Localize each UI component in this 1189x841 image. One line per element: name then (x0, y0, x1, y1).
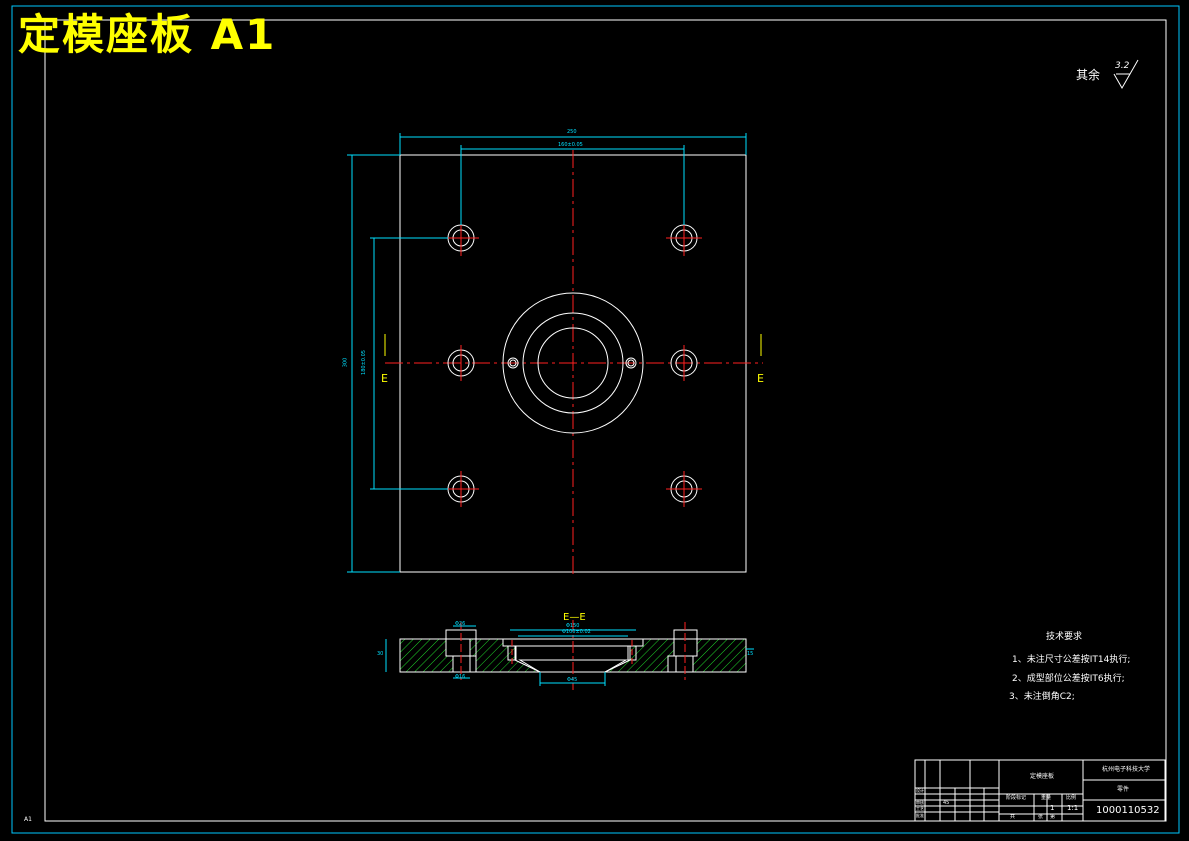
section-dim-6: 30 (377, 651, 384, 657)
roughness-value: 3.2 (1115, 61, 1130, 71)
section-body-mid-left (469, 638, 541, 673)
tech-req-item-1: 1、未注尺寸公差按IT14执行; (1012, 655, 1131, 665)
outer-circle (502, 292, 644, 434)
tb-label-design: 设计 (916, 788, 924, 793)
bolt-hole-bl (443, 471, 479, 507)
tech-req-heading: 技术要求 (1046, 632, 1083, 642)
tb-label-stage: 阶段标记 (1006, 795, 1027, 801)
section-dim-7: 15 (747, 651, 754, 657)
tech-req-item-2: 2、成型部位公差按IT6执行; (1012, 674, 1125, 684)
tech-req-item-3: 3、未注倒角C2; (1009, 692, 1075, 702)
section-dim-5: Φ16 (455, 674, 466, 680)
sheet-size-label: A1 (24, 816, 32, 823)
section-marker-right: E (757, 372, 764, 385)
tb-label-ratio: 比例 (1066, 795, 1077, 801)
section-dimension-lines (385, 625, 754, 686)
screw-hole-right (625, 357, 637, 369)
title-block-grid (914, 759, 1166, 822)
tb-label-nth: 第 (1050, 814, 1056, 820)
section-title: E—E (563, 612, 586, 623)
bolt-hole-mr (670, 345, 698, 381)
tb-label-approve: 批准 (916, 813, 924, 818)
inner-circle (537, 327, 609, 399)
tb-label-total: 共 (1010, 814, 1016, 820)
tb-label-review: 审核 (916, 800, 924, 805)
mid-circle (522, 312, 624, 414)
tb-label-weight: 重量 (1041, 795, 1052, 801)
section-dim-0: Φ150 (566, 623, 580, 629)
outer-border (11, 5, 1180, 834)
bolt-hole-ml (447, 345, 475, 381)
dim-height: 300 (342, 357, 349, 368)
screw-hole-right-inner (627, 359, 635, 367)
drawing-title: 定模座板 A1 (18, 10, 277, 59)
section-body-right (692, 638, 747, 673)
bolt-hole-br (666, 471, 702, 507)
tb-school: 杭州电子科技大学 (1102, 766, 1151, 773)
tb-quantity: 1 (1050, 804, 1055, 812)
section-marker-left: E (381, 372, 388, 385)
section-view (385, 620, 754, 690)
bolt-hole-tr (666, 220, 702, 256)
inner-border (44, 19, 1167, 822)
tb-label-process: 工艺 (916, 806, 924, 811)
roughness-symbol (1113, 59, 1139, 90)
section-dim-4: Φ26 (455, 621, 466, 627)
tb-scale: 1:1 (1067, 804, 1079, 812)
bolt-hole-tl (443, 220, 479, 256)
dim-bolt-spacing-y: 180±0.05 (360, 350, 367, 375)
dim-bolt-spacing-x: 160±0.05 (558, 142, 583, 148)
dim-width: 250 (567, 129, 577, 135)
section-body-mid-right (604, 638, 675, 673)
section-dim-3: Φ45 (567, 677, 578, 683)
roughness-label: 其余 (1076, 68, 1101, 82)
section-body (399, 638, 454, 673)
tb-material: 45 (943, 800, 950, 806)
tb-label-sheet: 张 (1038, 814, 1044, 820)
screw-hole-left (507, 357, 519, 369)
tb-drawing-no: 1000110532 (1096, 805, 1160, 816)
plan-view (347, 133, 763, 578)
section-dim-2: Φ100±0.02 (562, 629, 591, 635)
tb-drawing-type: 零件 (1117, 786, 1130, 793)
screw-hole-left-inner (509, 359, 517, 367)
dimension-lines (347, 133, 747, 573)
tb-part-name: 定模座板 (1030, 773, 1055, 780)
